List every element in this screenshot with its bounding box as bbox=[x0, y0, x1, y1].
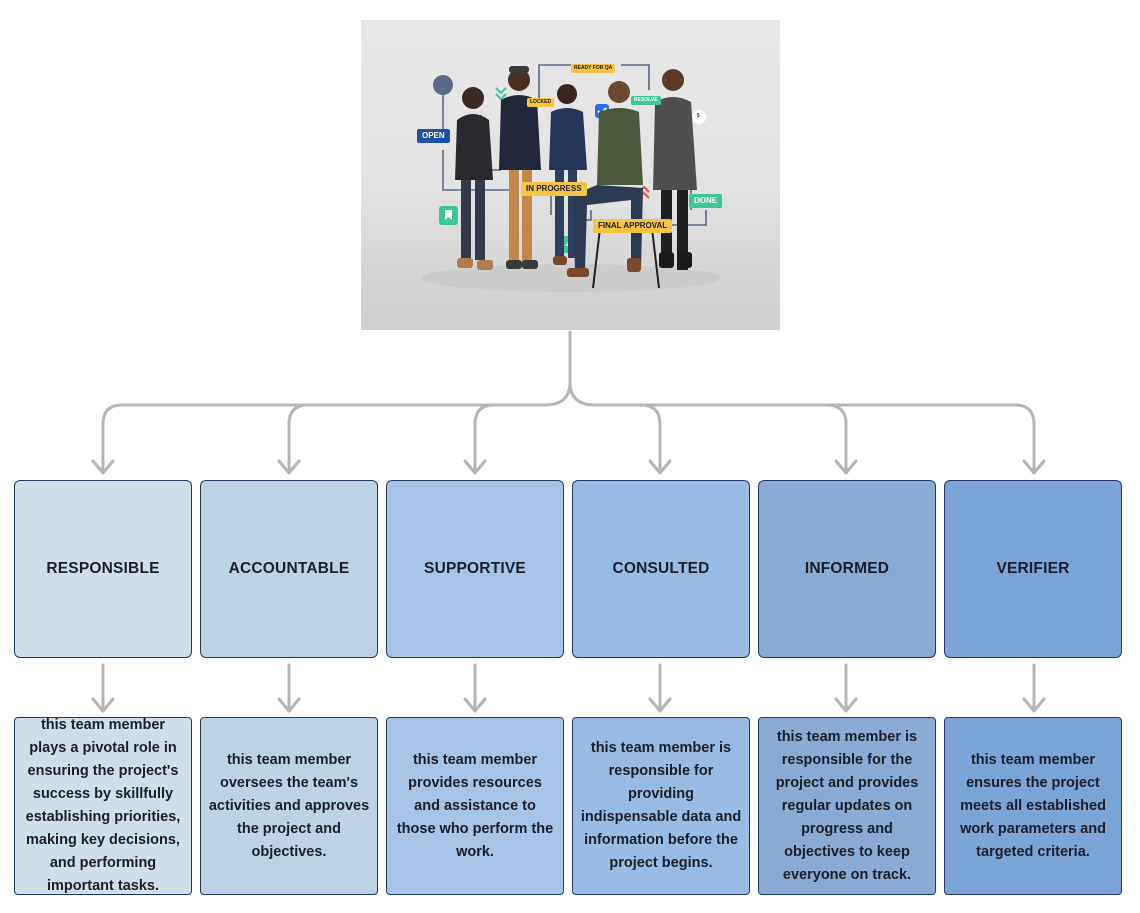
branch-informed bbox=[825, 403, 848, 472]
description-verifier: this team member ensures the project mee… bbox=[944, 717, 1122, 895]
open-tag: OPEN bbox=[417, 129, 450, 143]
role-verifier: VERIFIER bbox=[944, 480, 1122, 658]
branch-verifier bbox=[568, 380, 1036, 472]
description-accountable: this team member oversees the team's act… bbox=[200, 717, 378, 895]
branch-consulted bbox=[639, 403, 662, 472]
role-accountable: ACCOUNTABLE bbox=[200, 480, 378, 658]
role-title: CONSULTED bbox=[612, 560, 710, 577]
role-title: VERIFIER bbox=[996, 560, 1070, 577]
role-description: this team member ensures the project mee… bbox=[960, 751, 1106, 860]
role-supportive: SUPPORTIVE bbox=[386, 480, 564, 658]
role-title: INFORMED bbox=[804, 560, 890, 577]
locked-tag: LOCKED bbox=[527, 98, 555, 107]
count-badge: 5 bbox=[697, 113, 700, 119]
branch-supportive bbox=[473, 403, 496, 472]
role-responsible: RESPONSIBLE bbox=[14, 480, 192, 658]
role-title: ACCOUNTABLE bbox=[228, 560, 350, 577]
role-title: SUPPORTIVE bbox=[424, 560, 526, 577]
role-description: this team member is responsible for the … bbox=[775, 728, 919, 883]
role-description: this team member oversees the team's act… bbox=[208, 751, 370, 860]
description-supportive: this team member provides resources and … bbox=[386, 717, 564, 895]
role-informed: INFORMED bbox=[758, 480, 936, 658]
role-consulted: CONSULTED bbox=[572, 480, 750, 658]
team-photo: OPEN IN PROGRESS FINAL APPROVAL READY FO… bbox=[361, 20, 780, 330]
branch-responsible bbox=[101, 330, 572, 472]
ready-for-qa-tag: READY FOR QA bbox=[571, 64, 616, 73]
role-description: this team member plays a pivotal role in… bbox=[25, 717, 181, 894]
branch-accountable bbox=[287, 403, 310, 472]
in-progress-tag: IN PROGRESS bbox=[521, 182, 587, 196]
description-consulted: this team member is responsible for prov… bbox=[572, 717, 750, 895]
resolved-tag: RESOLVE bbox=[631, 96, 661, 105]
final-approval-tag: FINAL APPROVAL bbox=[593, 219, 673, 233]
done-tag: DONE bbox=[689, 194, 723, 208]
role-description: this team member is responsible for prov… bbox=[580, 740, 742, 871]
description-informed: this team member is responsible for the … bbox=[758, 717, 936, 895]
description-responsible: this team member plays a pivotal role in… bbox=[14, 717, 192, 895]
role-description: this team member provides resources and … bbox=[396, 751, 554, 860]
role-title: RESPONSIBLE bbox=[46, 560, 160, 577]
